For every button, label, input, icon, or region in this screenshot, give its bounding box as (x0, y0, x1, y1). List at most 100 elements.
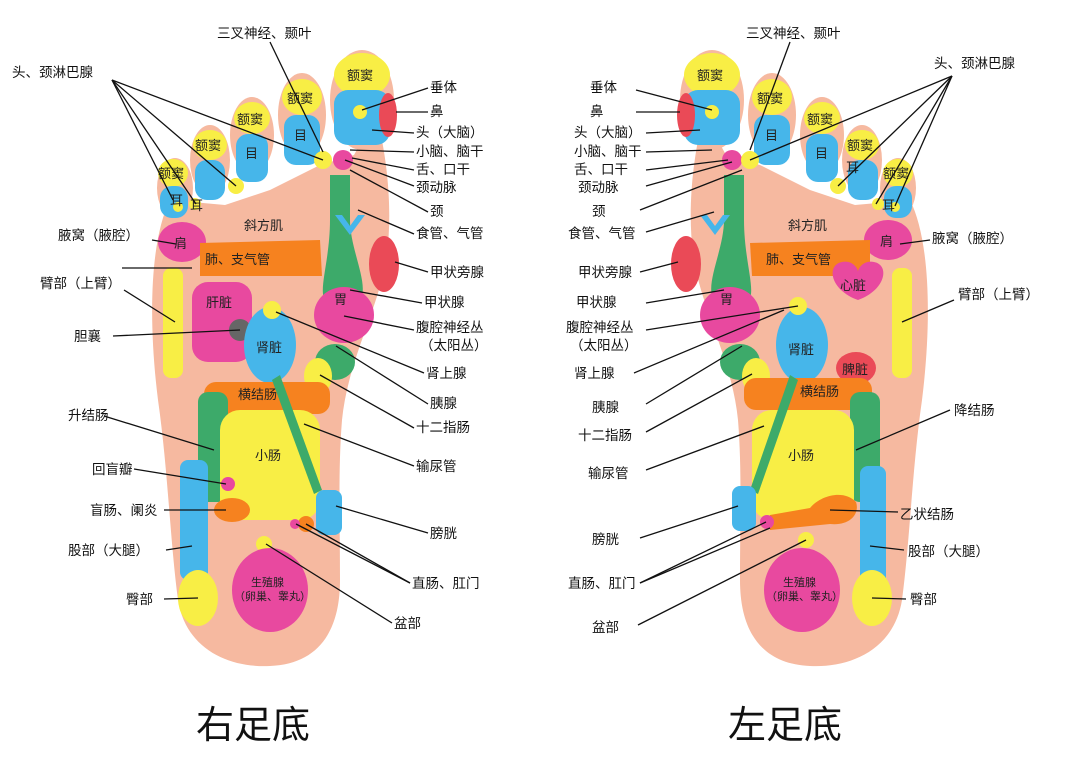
left-label-rectum: 直肠、肛门 (568, 576, 636, 592)
right-label-ileocecal: 回盲瓣 (92, 461, 133, 478)
left-small-intestine-label: 小肠 (788, 449, 814, 464)
left-label-axilla: 腋窝（腋腔） (932, 230, 1013, 247)
left-sinus-label-5: 额窦 (883, 167, 909, 182)
right-label-thyroid: 甲状腺 (424, 295, 465, 311)
left-label-pancreas: 胰腺 (592, 400, 620, 416)
left-transverse-colon-label: 横结肠 (800, 385, 839, 400)
right-label-cecum: 盲肠、阑炎 (90, 502, 158, 519)
left-parathyroid-zone (671, 236, 701, 292)
left-sinus-label-2: 额窦 (757, 92, 783, 107)
right-stomach (314, 287, 374, 343)
left-esophagus (700, 215, 730, 235)
left-label-cerebellum: 小脑、脑干 (574, 144, 642, 160)
left-lymph-dot-6 (890, 202, 900, 212)
left-heart-label: 心脏 (840, 279, 866, 294)
right-transverse-colon (204, 382, 330, 414)
right-ear-zone-4 (195, 160, 225, 200)
right-gonad (232, 548, 308, 632)
right-label-celiac-2: （太阳丛） (420, 338, 488, 354)
right-label-tongue: 舌、口干 (416, 162, 470, 178)
left-label-sigmoid: 乙状结肠 (900, 507, 954, 523)
right-foot-title: 右足底 (196, 703, 310, 747)
left-trapezius-label: 斜方肌 (788, 218, 827, 234)
left-label-thigh: 股部（大腿） (908, 544, 989, 560)
left-label-bladder: 膀胱 (592, 531, 620, 548)
right-label-pituitary: 垂体 (430, 80, 457, 96)
right-label-carotid: 颈动脉 (416, 180, 457, 196)
right-label-trigeminal: 三叉神经、颞叶 (217, 26, 312, 42)
right-sinus-big (334, 53, 390, 97)
right-label-esophagus: 食管、气管 (416, 225, 484, 242)
right-adrenal-dot (263, 301, 281, 319)
left-kidney-label: 肾脏 (788, 343, 814, 358)
left-label-nose: 鼻 (590, 103, 604, 120)
left-eye-zone-3 (806, 134, 838, 182)
right-eye-label-3: 目 (245, 147, 258, 162)
right-esophagus (335, 215, 365, 235)
left-heart (832, 261, 884, 300)
left-gonad-label-1: 生殖腺 (783, 575, 816, 589)
left-eye-zone-2 (754, 115, 790, 165)
right-ear-label-5: 耳 (170, 194, 183, 209)
right-sinus-4 (193, 130, 227, 160)
left-sinus-label-4: 额窦 (847, 139, 873, 154)
left-upper-arm (892, 268, 912, 378)
left-shoulder-label: 肩 (880, 234, 893, 250)
right-sinus-label-4: 额窦 (195, 139, 221, 154)
left-sinus-2 (752, 79, 792, 115)
right-label-pelvis: 盆部 (394, 616, 421, 632)
right-upper-arm (163, 268, 183, 378)
right-eye-zone-3 (236, 134, 268, 182)
left-bladder (732, 486, 756, 531)
right-lung-band (200, 240, 322, 276)
right-pelvis-dot (256, 536, 272, 552)
left-label-celiac-2: （太阳丛） (570, 338, 638, 354)
right-label-celiac-1: 腹腔神经丛 (416, 319, 484, 336)
left-foot: 额窦 额窦 额窦 额窦 额窦 目 目 耳 耳 斜方肌 肩 肺、支气管 心脏 胃 … (566, 26, 1039, 747)
right-leader-lines (103, 41, 429, 624)
left-label-upper-arm: 臂部（上臂） (958, 287, 1039, 303)
left-stomach (700, 287, 760, 343)
right-label-neck: 颈 (430, 204, 444, 220)
right-label-duodenum: 十二指肠 (416, 420, 470, 436)
left-label-celiac-1: 腹腔神经丛 (566, 319, 634, 336)
right-label-hip: 臀部 (126, 592, 153, 608)
right-label-upper-arm: 臂部（上臂） (40, 276, 121, 292)
right-label-ascending-colon: 升结肠 (68, 408, 109, 424)
right-spine-green (322, 175, 363, 300)
left-eye-label-3: 目 (815, 147, 828, 162)
right-label-bladder: 膀胱 (430, 525, 457, 542)
left-label-tongue: 舌、口干 (574, 162, 628, 178)
right-cecum (214, 498, 250, 522)
left-label-hip: 臀部 (910, 592, 937, 608)
left-kidney (776, 307, 828, 383)
right-transverse-colon-label: 横结肠 (238, 388, 277, 403)
right-label-head: 头（大脑） (416, 125, 484, 141)
right-sinus-label-big: 额窦 (347, 69, 373, 84)
right-shoulder-label: 肩 (174, 236, 187, 252)
left-label-pituitary: 垂体 (590, 80, 618, 96)
right-gonad-label-1: 生殖腺 (251, 575, 284, 589)
right-liver-label: 肝脏 (206, 296, 232, 311)
right-lymph-dot-6 (173, 202, 183, 212)
right-sinus-label-2: 额窦 (287, 92, 313, 107)
left-thigh (860, 466, 886, 586)
right-rectum-dot-2 (290, 519, 300, 529)
right-sinus-3 (234, 102, 270, 134)
right-nose-zone (379, 93, 397, 137)
right-foot: 额窦 额窦 额窦 额窦 额窦 目 目 耳 耳 斜方肌 肩 肺、支气管 肝脏 肾脏… (12, 26, 488, 747)
left-sinus-big (684, 53, 740, 97)
left-eye-label-2: 目 (765, 129, 778, 144)
right-lung-label: 肺、支气管 (205, 252, 270, 268)
right-label-cerebellum: 小脑、脑干 (416, 144, 484, 160)
left-foot-title: 左足底 (728, 703, 842, 747)
left-label-thyroid: 甲状腺 (576, 295, 617, 311)
right-sinus-label-3: 额窦 (237, 113, 263, 128)
left-label-duodenum: 十二指肠 (578, 428, 632, 444)
right-eye-label-2: 目 (294, 129, 307, 144)
right-trapezius-label: 斜方肌 (244, 218, 283, 234)
left-ureter (750, 375, 798, 494)
left-label-parathyroid: 甲状旁腺 (578, 264, 632, 281)
left-label-trigeminal: 三叉神经、颞叶 (746, 26, 841, 42)
